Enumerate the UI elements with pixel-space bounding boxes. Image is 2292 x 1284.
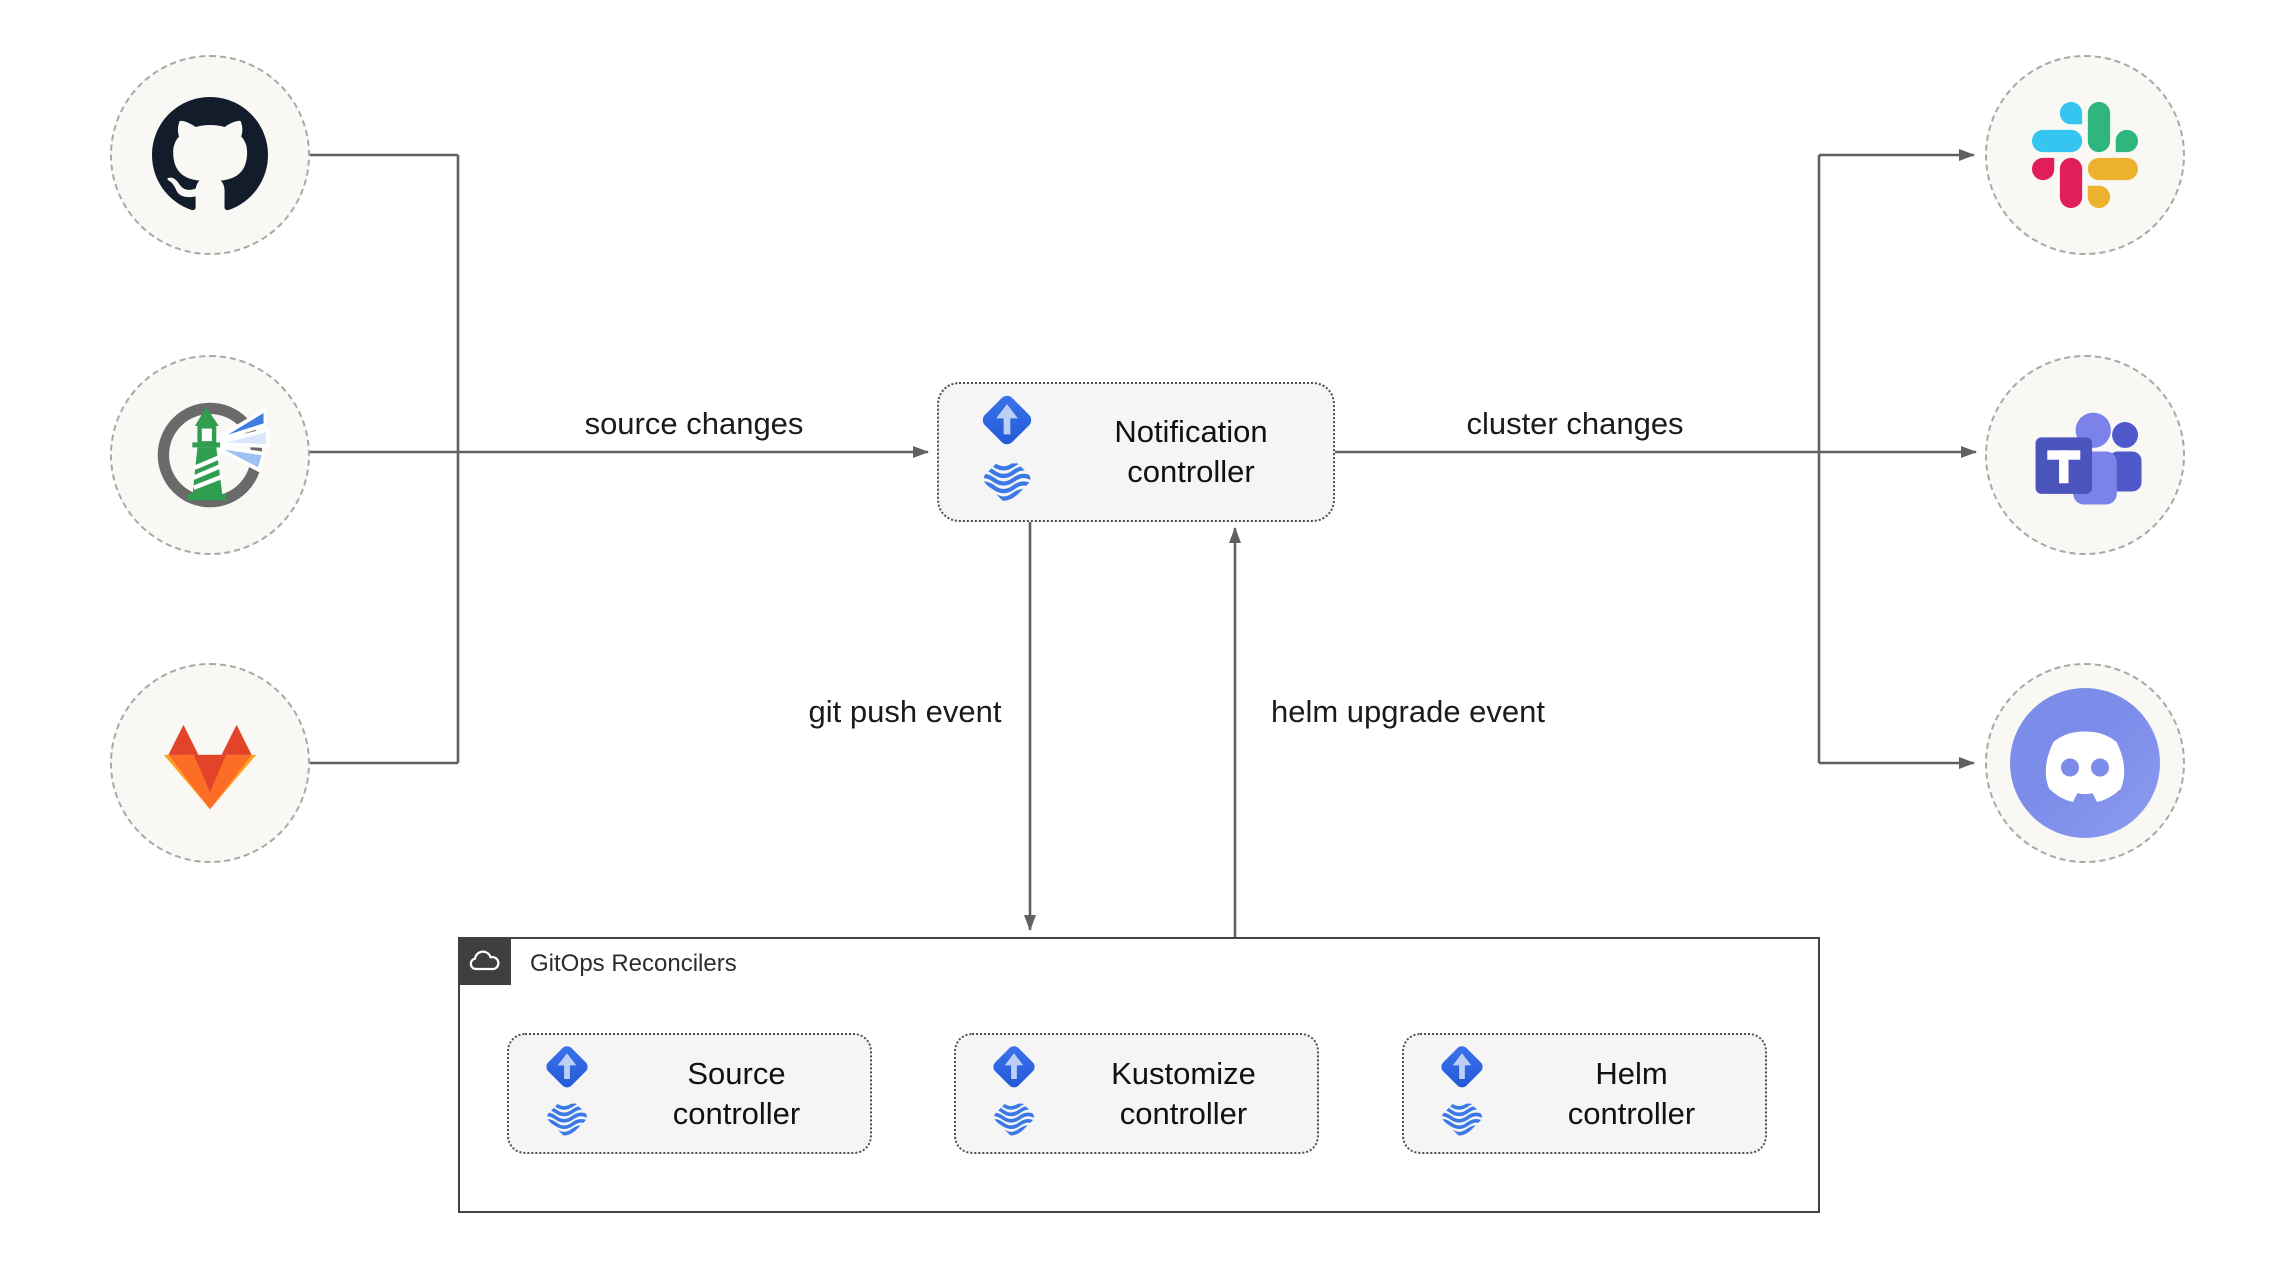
source-node-lighthouse[interactable]: [110, 355, 310, 555]
kustomize-controller-label: Kustomize controller: [1111, 1055, 1256, 1131]
source-controller-node[interactable]: Source controller: [507, 1033, 872, 1154]
kustomize-controller-node[interactable]: Kustomize controller: [954, 1033, 1319, 1154]
notification-controller-label: Notification controller: [1114, 414, 1268, 489]
source-node-github[interactable]: [110, 55, 310, 255]
notification-controller-node[interactable]: Notification controller: [937, 382, 1335, 522]
flux-icon: [544, 1045, 590, 1139]
discord-icon: [2010, 688, 2160, 838]
edge-label-helm-upgrade-event: helm upgrade event: [1270, 694, 1546, 729]
helm-controller-node[interactable]: Helm controller: [1402, 1033, 1767, 1154]
notifier-node-teams[interactable]: [1985, 355, 2185, 555]
source-controller-label: Source controller: [672, 1055, 801, 1131]
flux-icon: [1439, 1045, 1485, 1139]
group-title: GitOps Reconcilers: [530, 950, 737, 977]
github-icon: [152, 97, 268, 211]
lighthouse-icon: [157, 402, 270, 508]
cloud-icon: [469, 950, 499, 971]
edge-label-git-push-event: git push event: [808, 694, 1002, 729]
edge-label-source-changes: source changes: [584, 406, 804, 441]
microsoft-teams-icon: [2035, 412, 2142, 505]
group-badge: [458, 937, 511, 985]
gitops-reconcilers-group: GitOps Reconcilers Source controller: [458, 937, 1820, 1213]
notifier-node-slack[interactable]: [1985, 55, 2185, 255]
flux-icon: [980, 395, 1034, 506]
edge-label-cluster-changes: cluster changes: [1466, 406, 1684, 441]
helm-controller-label: Helm controller: [1567, 1055, 1696, 1131]
flux-icon: [991, 1045, 1037, 1139]
source-node-gitlab[interactable]: [110, 663, 310, 863]
gitlab-icon: [163, 724, 257, 810]
slack-icon: [2032, 102, 2138, 208]
notifier-node-discord[interactable]: [1985, 663, 2185, 863]
